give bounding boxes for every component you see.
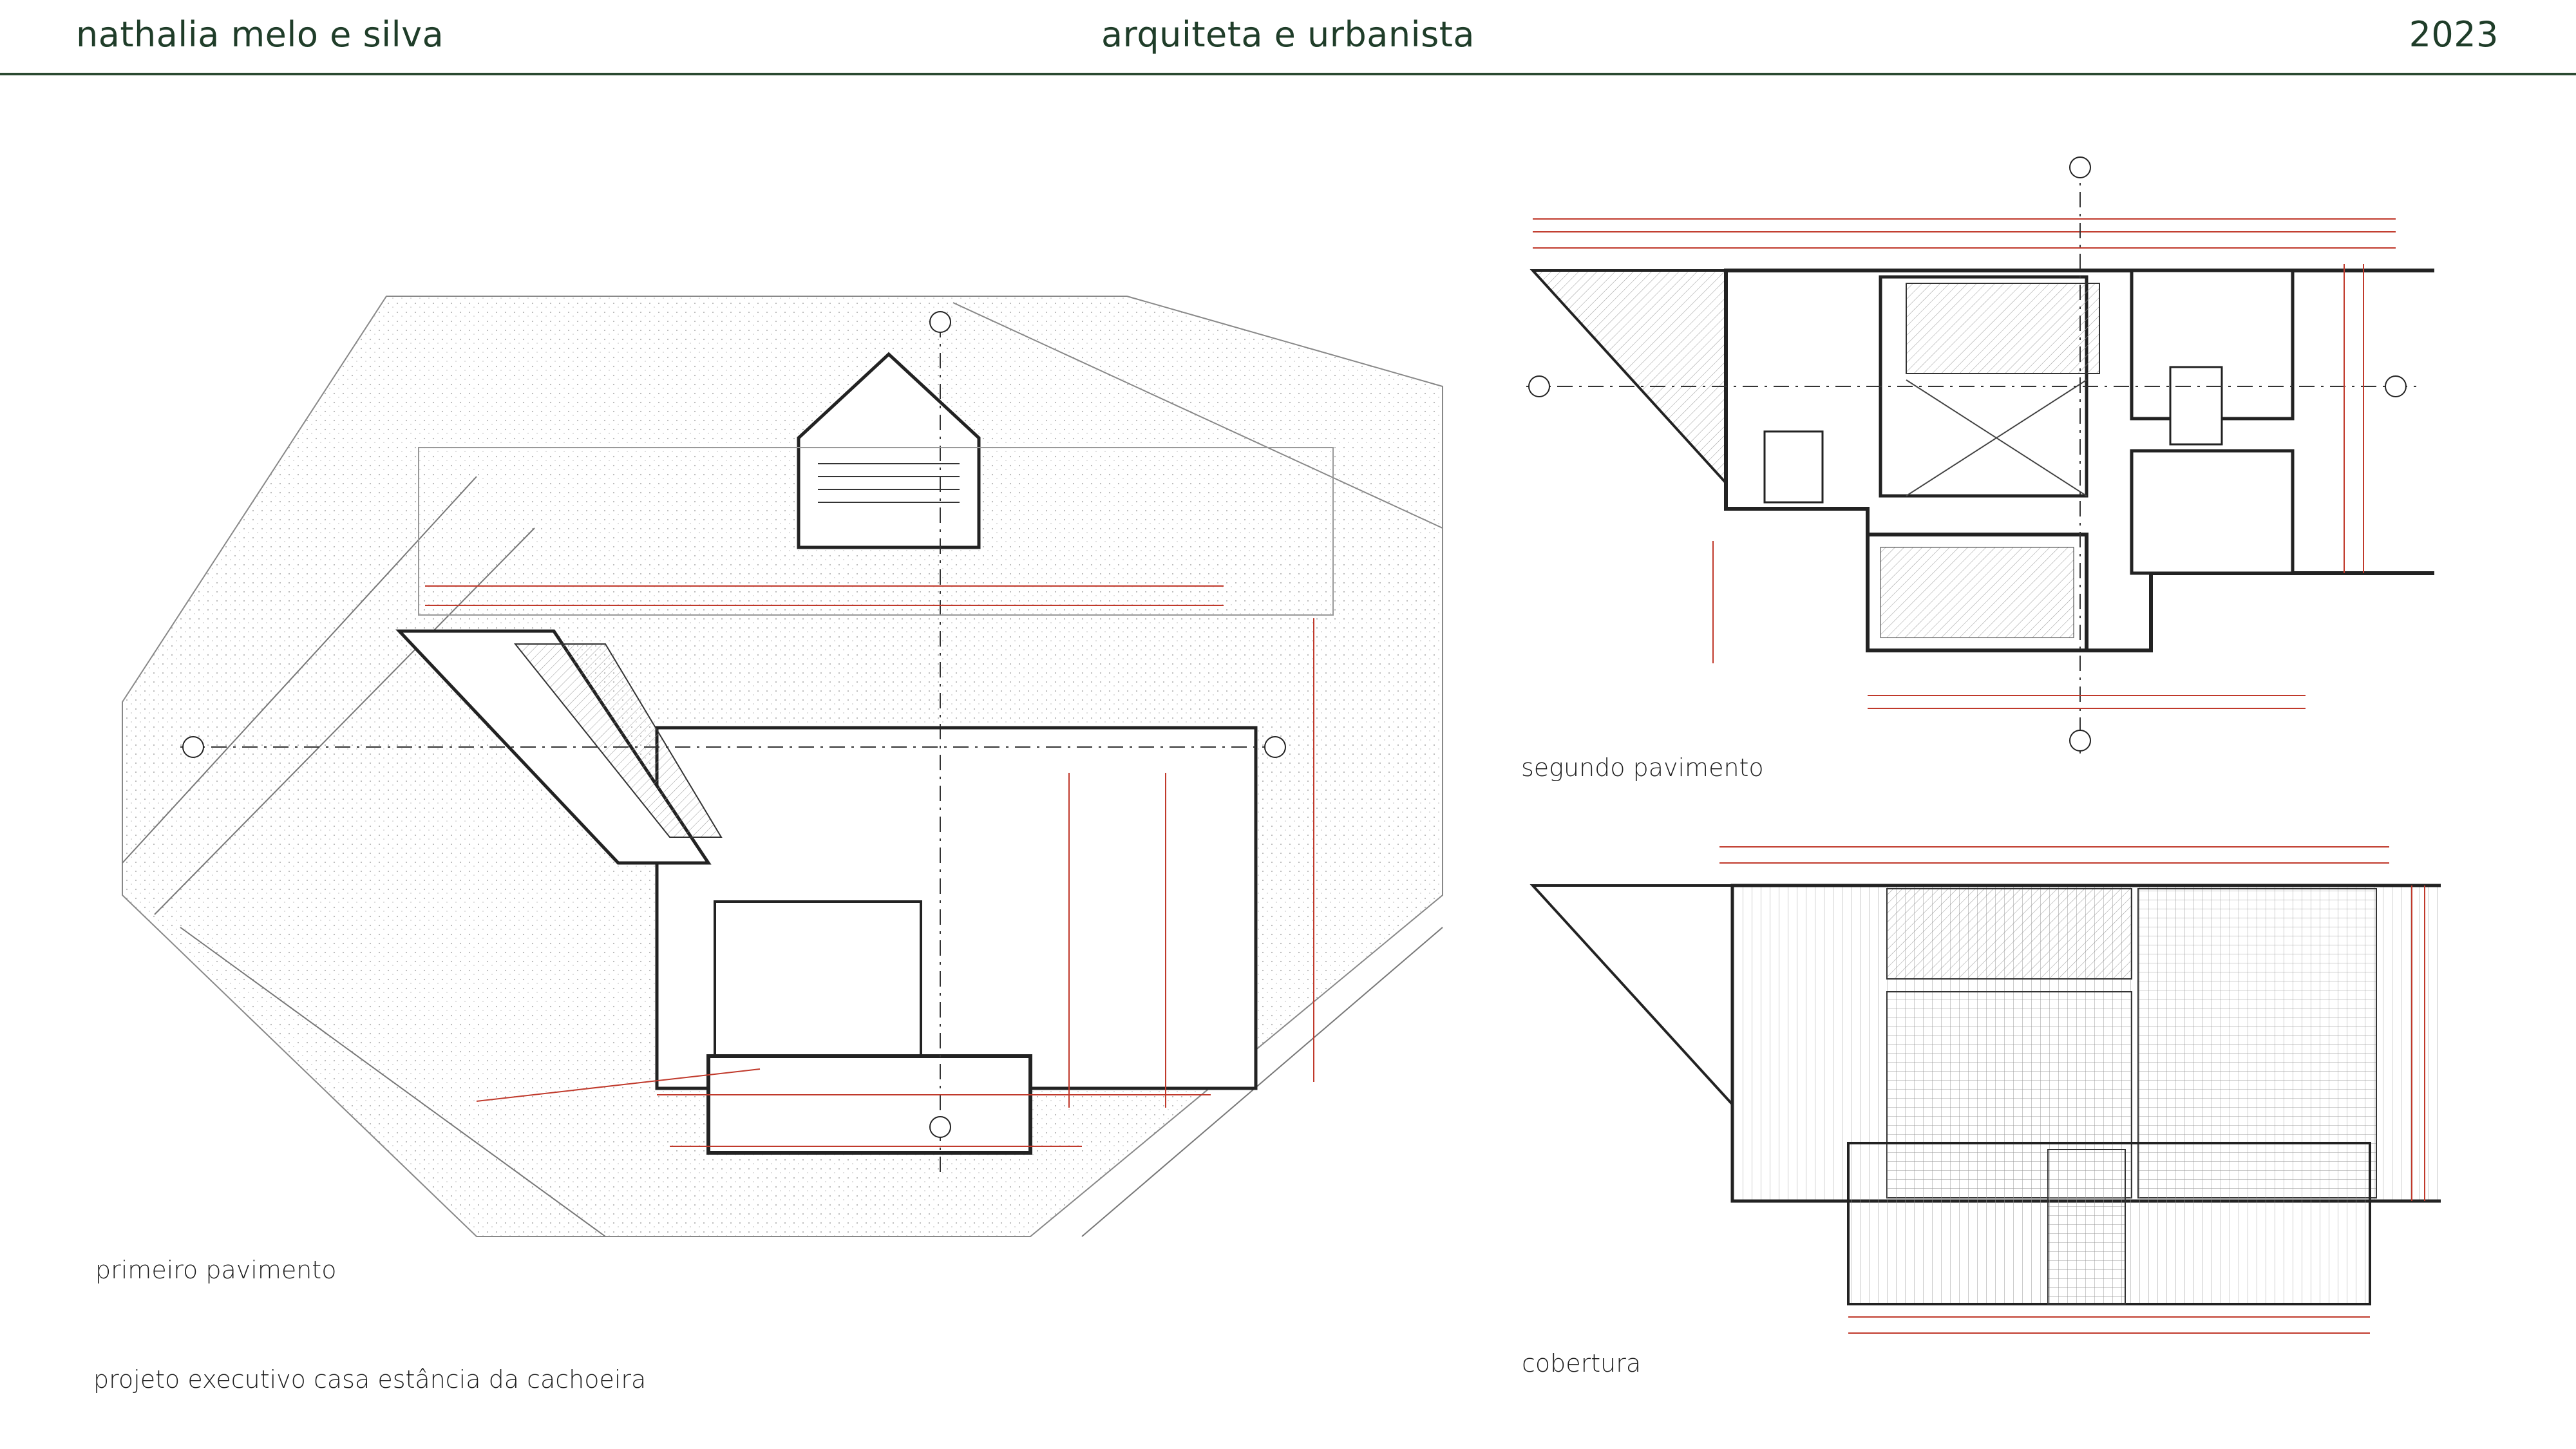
first-floor-plan	[116, 283, 1455, 1249]
second-floor-caption: segundo pavimento	[1521, 753, 1764, 782]
profession-title: arquiteta e urbanista	[1101, 14, 1475, 55]
first-floor-caption: primeiro pavimento	[95, 1256, 337, 1284]
year-label: 2023	[2409, 14, 2499, 55]
second-floor-plan	[1520, 148, 2434, 760]
roof-caption: cobertura	[1522, 1349, 1642, 1378]
project-title: projeto executivo casa estância da cacho…	[93, 1365, 647, 1394]
header-divider	[0, 73, 2576, 75]
roof-plan	[1526, 828, 2441, 1343]
author-name: nathalia melo e silva	[76, 14, 444, 55]
